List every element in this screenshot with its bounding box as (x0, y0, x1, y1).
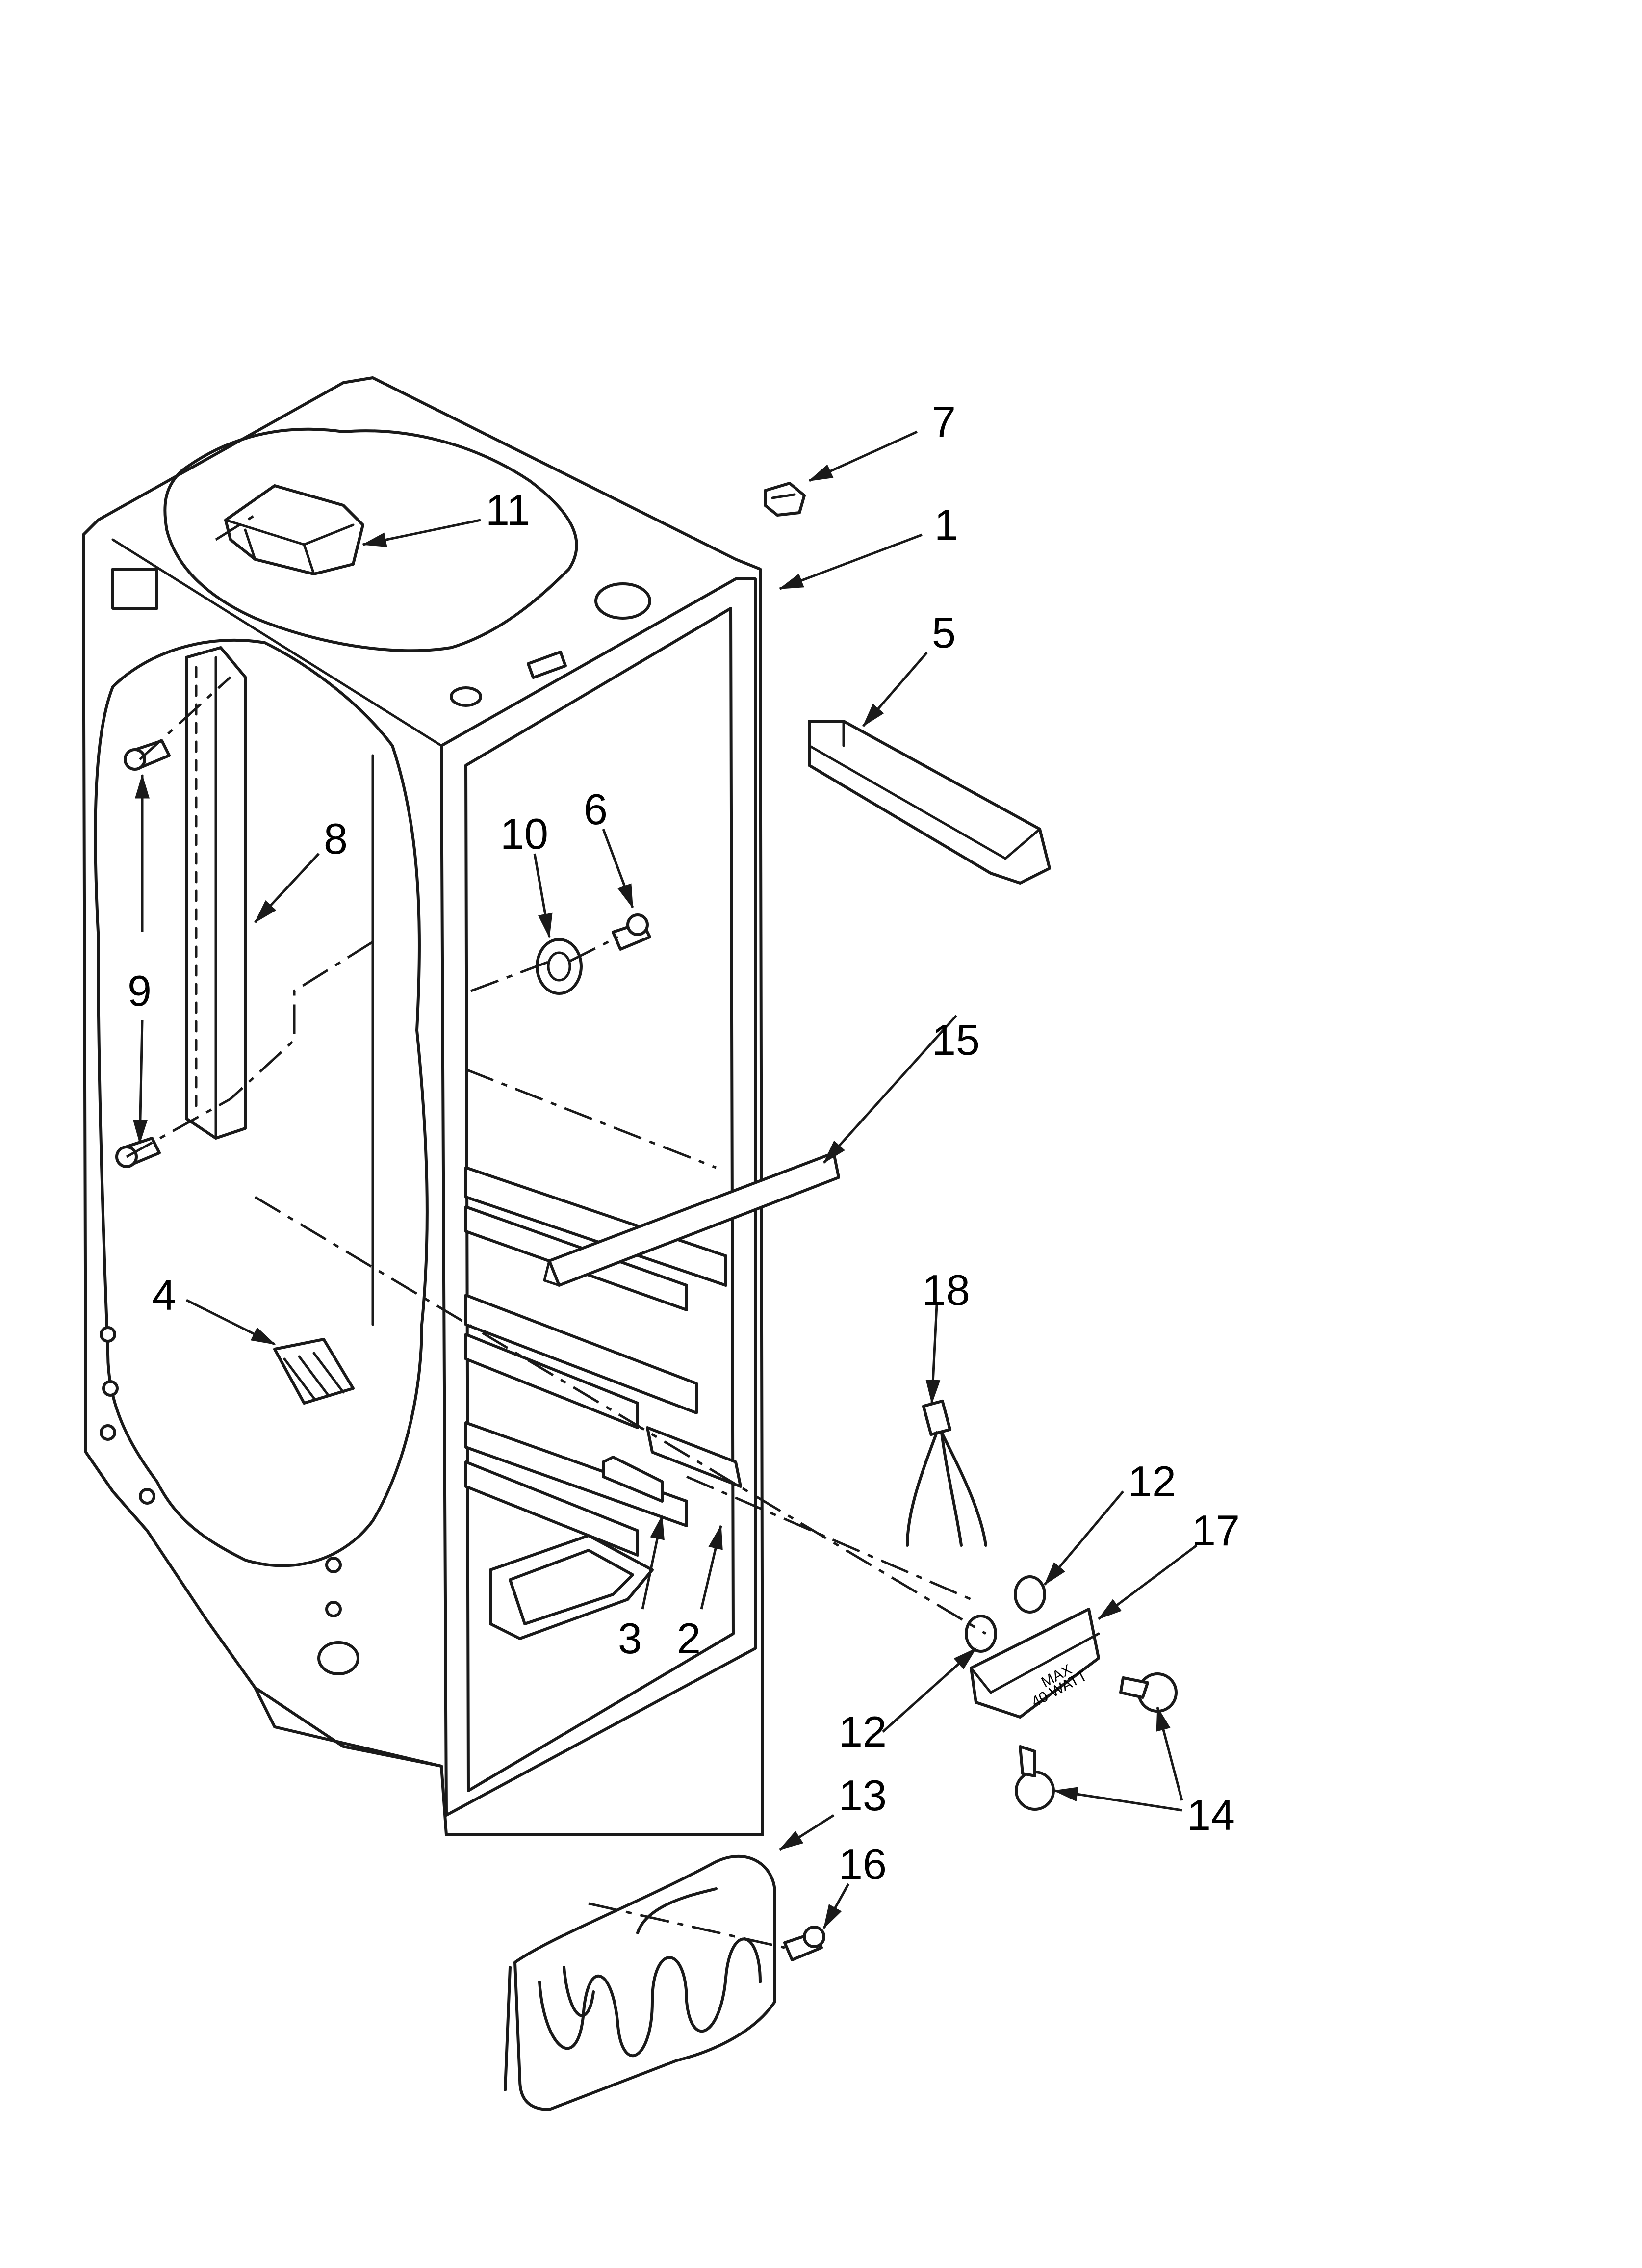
part-12-sockets (965, 1575, 1046, 1653)
callout-6: 6 (584, 785, 608, 834)
callout-leaders (132, 430, 1198, 1929)
callout-2: 2 (677, 1614, 701, 1663)
part-2-channel (646, 1426, 742, 1488)
part-13-evaporator (504, 1854, 776, 2111)
callout-9: 9 (128, 966, 152, 1015)
part-15-crossbar (543, 1151, 840, 1287)
callout-18: 18 (922, 1266, 970, 1314)
callout-17: 17 (1192, 1506, 1240, 1555)
part-4-grille (273, 1338, 355, 1405)
part-16-screw (783, 1926, 825, 1961)
callout-12-lower: 12 (839, 1707, 887, 1756)
callout-14: 14 (1187, 1791, 1235, 1839)
part-3-channel (602, 1456, 664, 1503)
callout-labels: 7 1 11 5 6 10 8 9 15 4 18 12 17 3 2 12 1… (128, 397, 1240, 1888)
part-14-bulbs (1015, 1672, 1178, 1811)
callout-7: 7 (932, 397, 956, 446)
part-10-cap (536, 938, 583, 995)
part-8-rail (185, 646, 247, 1140)
callout-5: 5 (932, 608, 956, 657)
callout-11: 11 (486, 486, 530, 534)
callout-4: 4 (152, 1271, 176, 1319)
part-5-duct (808, 720, 1051, 885)
callout-10: 10 (500, 809, 548, 858)
part-18-harness (906, 1399, 987, 1547)
callout-16: 16 (839, 1840, 887, 1888)
callout-12-upper: 12 (1128, 1457, 1176, 1506)
callout-13: 13 (839, 1771, 887, 1820)
part-7-clip (764, 482, 806, 517)
cabinet-liner (82, 376, 764, 1836)
callout-1: 1 (934, 500, 958, 549)
callout-15: 15 (932, 1016, 980, 1064)
assembly-lines (126, 514, 987, 1949)
part-11-bracket (224, 484, 364, 575)
callout-8: 8 (324, 814, 348, 863)
callout-3: 3 (618, 1614, 642, 1663)
part-6-screw (612, 913, 651, 951)
